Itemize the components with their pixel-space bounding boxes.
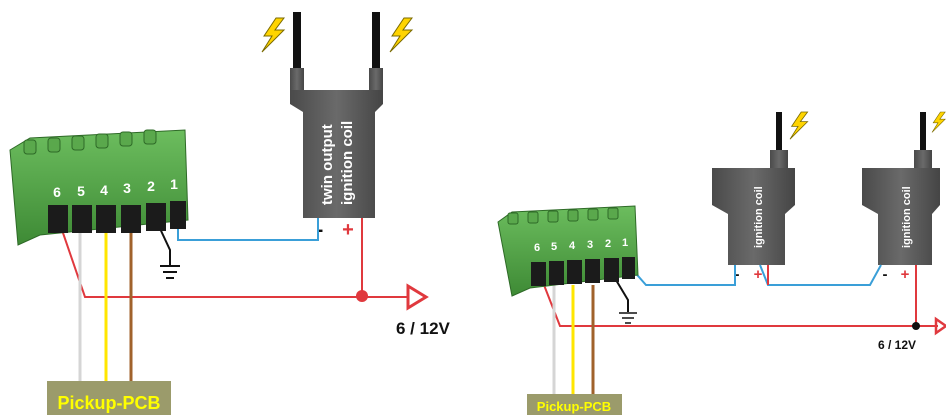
coil-label-line1: twin output [319,124,336,205]
power-junction [912,322,920,330]
terminal-number-1: 1 [622,237,628,249]
coil2-plus: + [901,266,910,283]
lightning-icon [261,17,286,53]
terminal-number-5: 5 [551,241,557,253]
lightning-icon [931,111,946,133]
terminal-number-1: 1 [170,176,178,192]
coil1-minus: - [735,266,740,283]
ground-icon [160,265,180,279]
pickup-pcb-label: Pickup-PCB [527,394,622,415]
terminal-number-6: 6 [53,184,61,200]
ground-wire [615,279,629,312]
pickup-pcb-text: Pickup-PCB [57,393,160,413]
terminal-block: 6 5 4 3 2 1 [9,129,189,246]
power-junction [356,290,368,302]
power-wire [61,229,408,298]
terminal-block: 6 5 4 3 2 1 [497,205,639,297]
terminal-number-2: 2 [605,238,611,250]
lightning-icon [389,17,414,53]
terminal-number-6: 6 [534,242,540,254]
ground-icon [619,312,637,324]
coil-plus-label: + [342,219,354,241]
signal-wire [630,265,736,286]
ignition-coil-1: ignition coil - + [712,150,795,283]
coil-label-line2: ignition coil [339,121,356,205]
pickup-pcb-label: Pickup-PCB [47,381,171,415]
power-wire [543,284,938,327]
right-diagram: ignition coil - + ignition coil - + 6 / … [497,111,946,415]
pickup-pcb-text: Pickup-PCB [537,399,611,414]
lightning-icon [789,111,809,140]
coil-link-wire [759,264,882,286]
coil2-label: ignition coil [901,186,913,248]
terminal-number-4: 4 [569,240,576,252]
signal-wire [177,218,319,241]
coil1-plus: + [754,266,763,283]
coil-minus-label: - [317,219,324,241]
ht-lead [372,12,380,70]
ignition-coil-2: ignition coil - + [862,150,940,283]
twin-ignition-coil: twin output ignition coil - + [290,68,383,241]
ht-lead [776,112,782,152]
terminal-number-5: 5 [77,183,85,199]
terminal-number-4: 4 [100,182,108,198]
coil1-label: ignition coil [753,186,765,248]
terminal-number-3: 3 [587,239,593,251]
coil2-minus: - [883,266,888,283]
power-arrow [934,316,946,336]
power-arrow [406,283,429,311]
terminal-number-3: 3 [123,180,131,196]
left-diagram: twin output ignition coil - + 6 / 12V [9,12,451,415]
ht-lead [920,112,926,152]
supply-voltage-label: 6 / 12V [396,319,451,338]
supply-voltage-label: 6 / 12V [878,338,916,352]
ht-lead [293,12,301,70]
terminal-number-2: 2 [147,178,155,194]
